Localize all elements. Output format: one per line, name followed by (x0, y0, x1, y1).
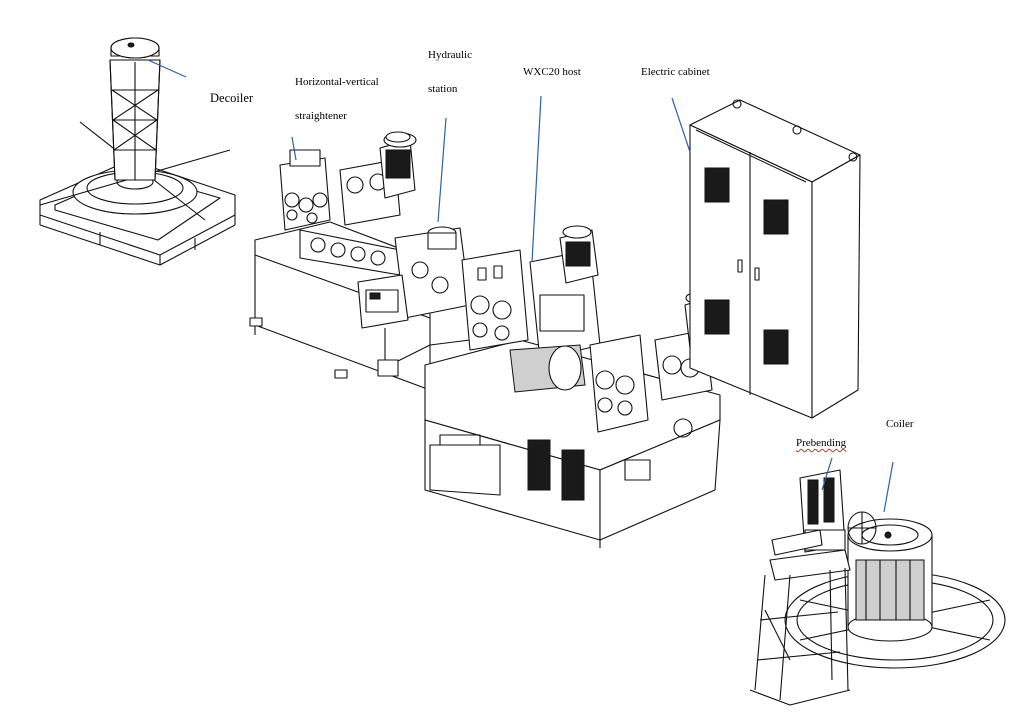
label-straightener-line1: Horizontal-vertical (295, 76, 379, 88)
label-hydraulic-line2: station (428, 83, 458, 95)
cabinet-leader-line (671, 97, 691, 153)
label-decoiler: Decoiler (210, 91, 254, 105)
host-drawing (424, 225, 721, 548)
label-electric-cabinet: Electric cabinet (641, 66, 710, 78)
label-prebending: Prebending (796, 437, 847, 449)
label-hydraulic-line1: Hydraulic (428, 49, 472, 61)
label-straightener-line2: straightener (295, 110, 347, 122)
hydraulic-station-drawing (357, 226, 471, 377)
decoiler-leader-line (147, 59, 187, 78)
straightener-drawing (279, 131, 417, 276)
leader-lines (147, 59, 894, 513)
electric-cabinet-drawing (689, 99, 861, 419)
hydraulic-leader-line (437, 117, 447, 223)
coiler-leader-line (883, 461, 894, 513)
host-leader-line (531, 95, 542, 263)
decoiler-drawing (39, 37, 236, 266)
prebending-leader-line (821, 457, 833, 491)
label-coiler: Coiler (886, 418, 914, 430)
straightener-leader-line (291, 136, 297, 161)
coiler-drawing (749, 469, 1006, 706)
label-host: WXC20 host (523, 66, 581, 78)
